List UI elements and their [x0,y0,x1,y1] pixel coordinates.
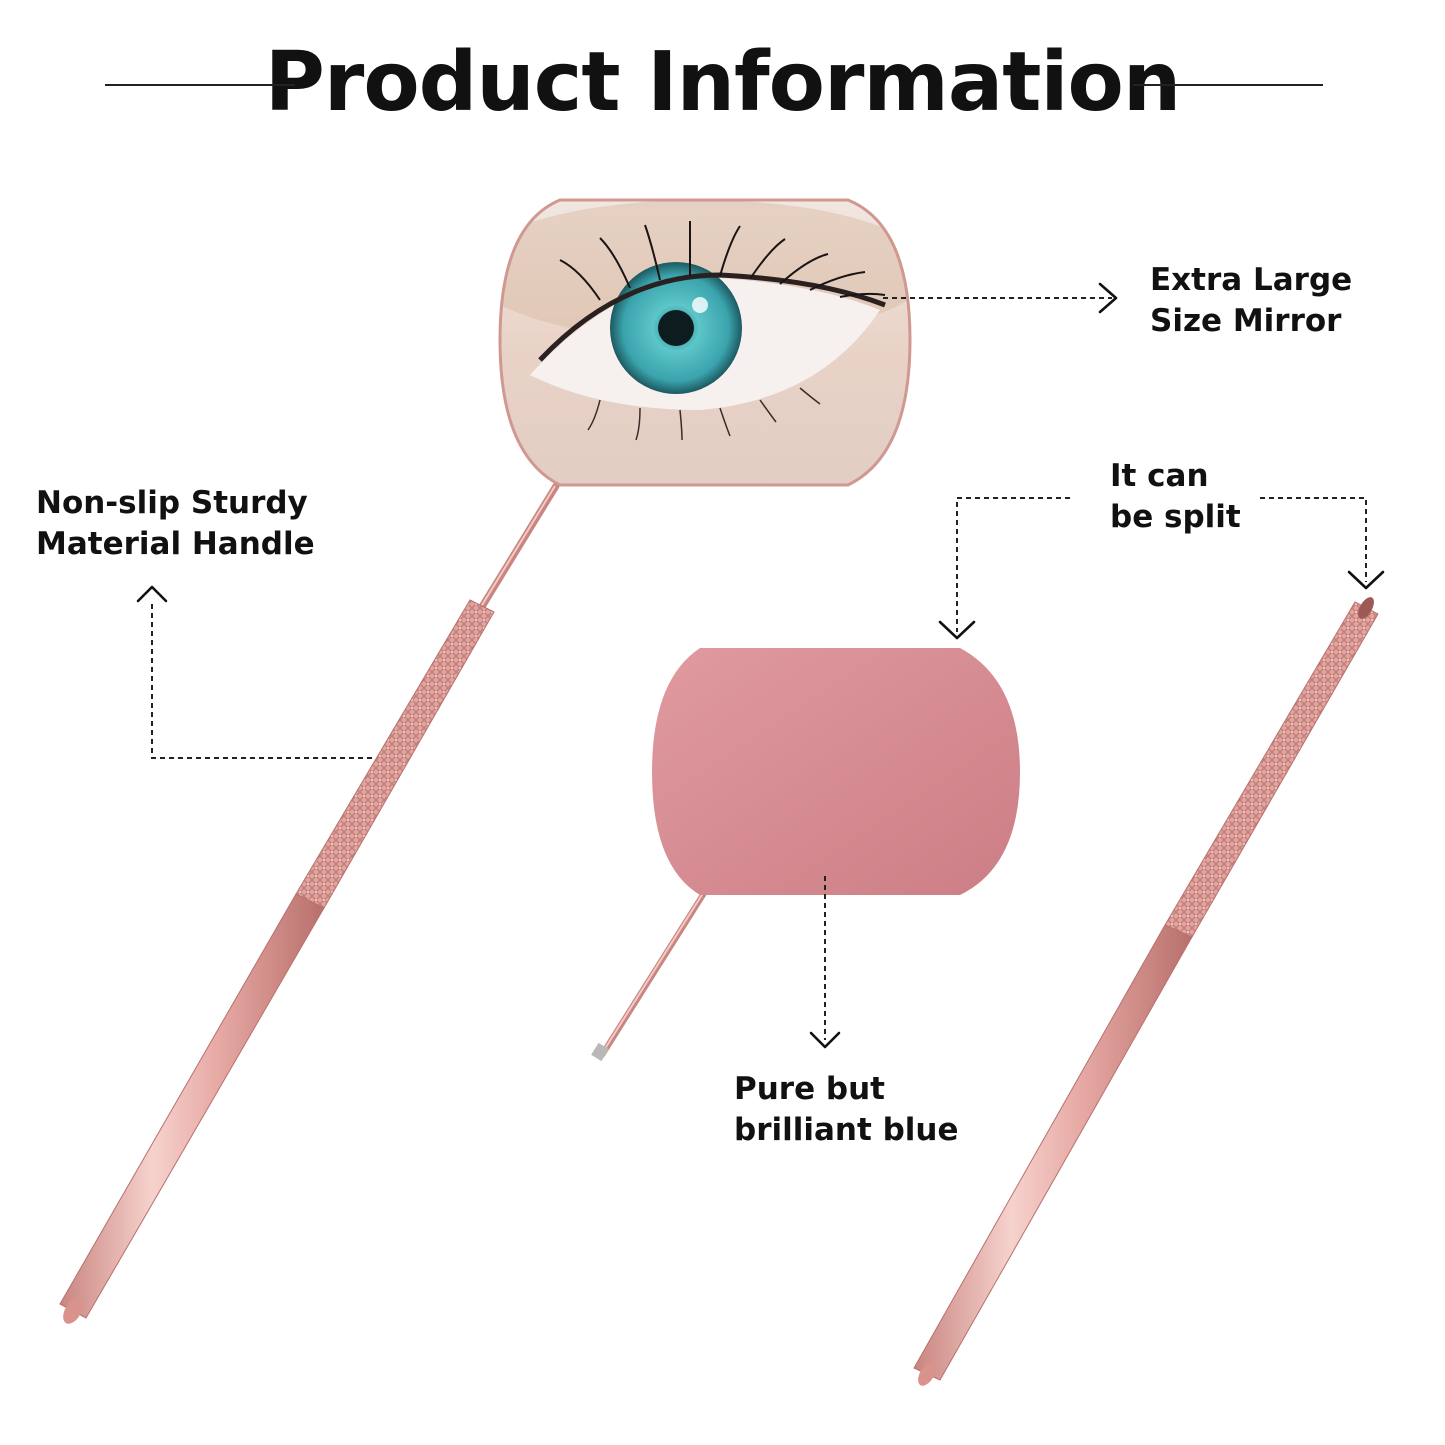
callout-split: It can be split [1110,456,1241,538]
callout-color: Pure but brilliant blue [734,1069,959,1151]
callout-text: brilliant blue [734,1112,959,1148]
arrow-down-icon [809,1031,841,1049]
callout-handle: Non-slip Sturdy Material Handle [36,483,315,565]
arrow-down-icon [938,620,976,640]
callout-text: Pure but [734,1071,885,1107]
callout-text: Material Handle [36,526,315,562]
arrow-down-icon [1347,570,1385,590]
callout-lines [151,297,1367,1040]
callout-extra-large-mirror: Extra Large Size Mirror [1150,260,1352,342]
page-title: Product Information [264,35,1181,130]
mirror-back-piece [591,648,1020,1062]
callout-text: Size Mirror [1150,303,1342,339]
mirror-tool-left [59,198,912,1324]
title-divider-left [105,84,295,86]
callout-text: It can [1110,458,1209,494]
arrow-right-icon [1098,282,1118,314]
arrow-up-icon [136,585,168,603]
callout-text: Non-slip Sturdy [36,485,308,521]
callout-text: Extra Large [1150,262,1353,298]
detached-handle [913,597,1379,1386]
callout-text: be split [1110,499,1241,535]
title-divider-right [1133,84,1323,86]
